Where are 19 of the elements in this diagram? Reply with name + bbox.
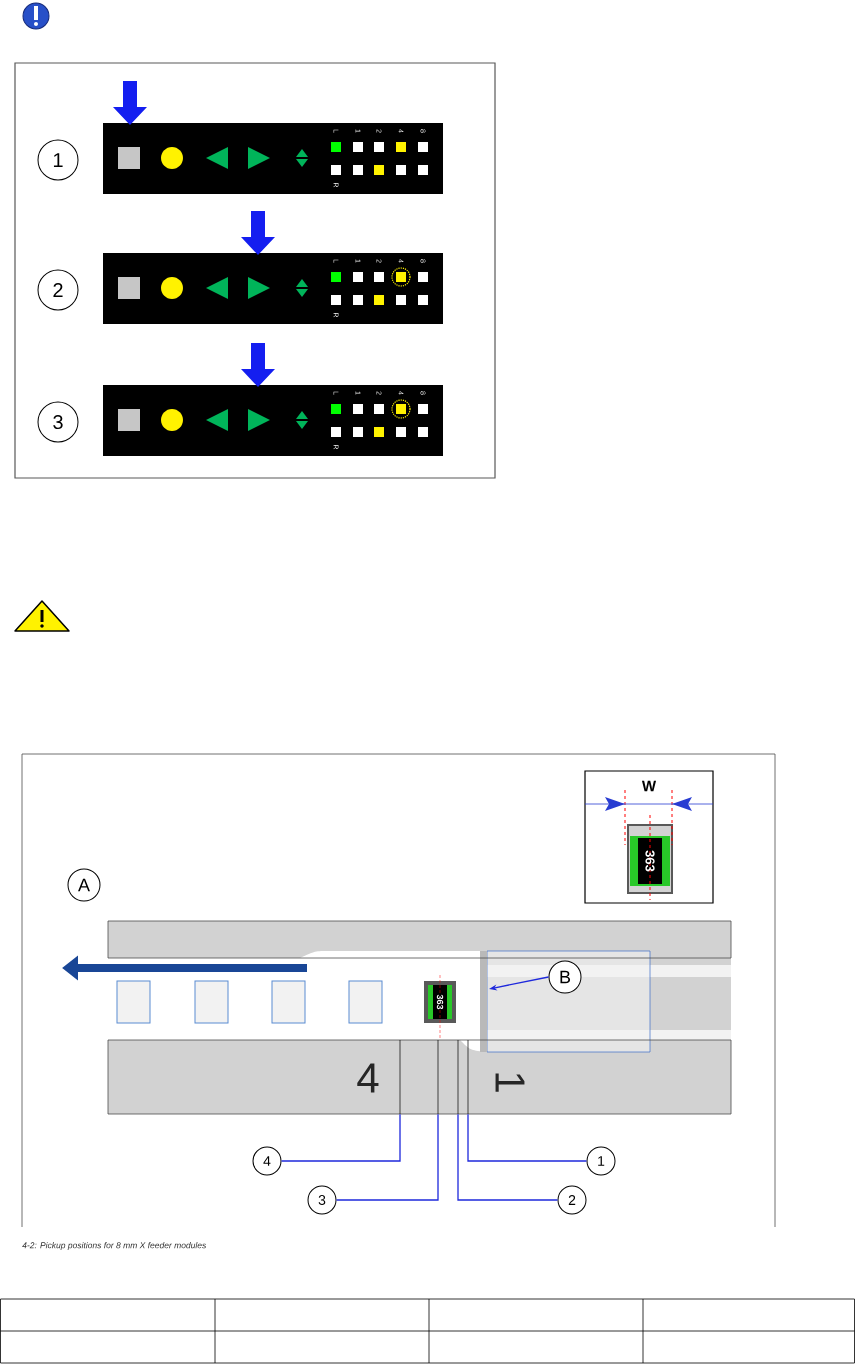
callout-number: 4 <box>252 1146 282 1176</box>
leader-line <box>457 1113 559 1201</box>
callout-letter: B <box>548 960 582 994</box>
position-marking: 4 <box>357 1063 379 1093</box>
callout-number: 1 <box>586 1146 616 1176</box>
callout-number: 3 <box>307 1185 337 1215</box>
leader-line <box>280 1113 401 1162</box>
dimension-label: W <box>641 780 657 792</box>
callout-number: 2 <box>557 1185 587 1215</box>
callout-letter: A <box>67 868 101 902</box>
leader-line <box>467 1113 588 1162</box>
component-marking: 363 <box>645 850 655 872</box>
step-number: 3 <box>37 401 79 443</box>
step-number: 1 <box>37 139 79 181</box>
component-marking: 363 <box>436 994 444 1010</box>
step-number: 2 <box>37 269 79 311</box>
leader-line <box>335 1113 439 1201</box>
figure-caption: 4-2: Pickup positions for 8 mm X feeder modules <box>22 1242 207 1250</box>
position-marking: 1 <box>495 1073 525 1092</box>
